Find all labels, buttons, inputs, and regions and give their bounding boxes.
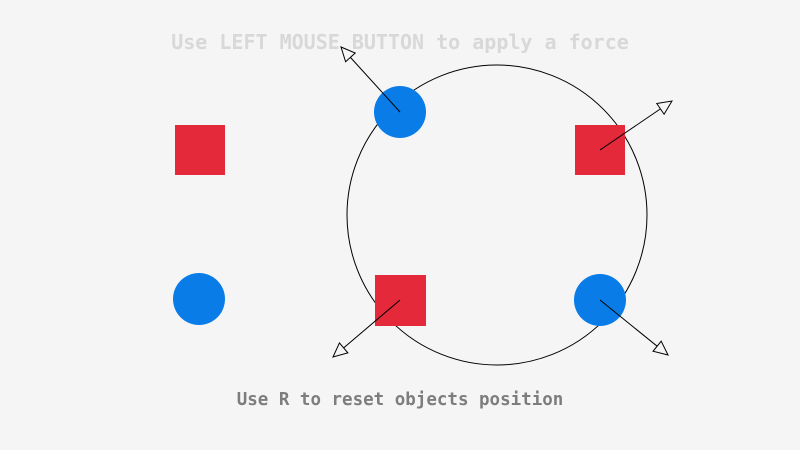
instruction-reset: Use R to reset objects position: [236, 390, 564, 410]
force-arrow-top-left-head: [340, 46, 357, 63]
instruction-apply-force: Use LEFT MOUSE BUTTON to apply a force: [171, 30, 629, 54]
red-box-bottom[interactable]: [375, 275, 426, 326]
red-box-top-left[interactable]: [175, 125, 225, 175]
force-arrow-bottom-right-head: [652, 340, 669, 356]
boundary-circle: [346, 64, 648, 366]
force-arrow-top-left: [350, 57, 401, 113]
force-arrow-bottom-left-head: [332, 342, 349, 358]
force-arrow-bottom-left: [343, 299, 401, 349]
force-arrow-top-right: [599, 108, 661, 151]
blue-ball-bottom-left[interactable]: [173, 273, 225, 325]
force-arrow-top-right-head: [655, 100, 673, 116]
force-arrow-bottom-right: [599, 299, 658, 347]
